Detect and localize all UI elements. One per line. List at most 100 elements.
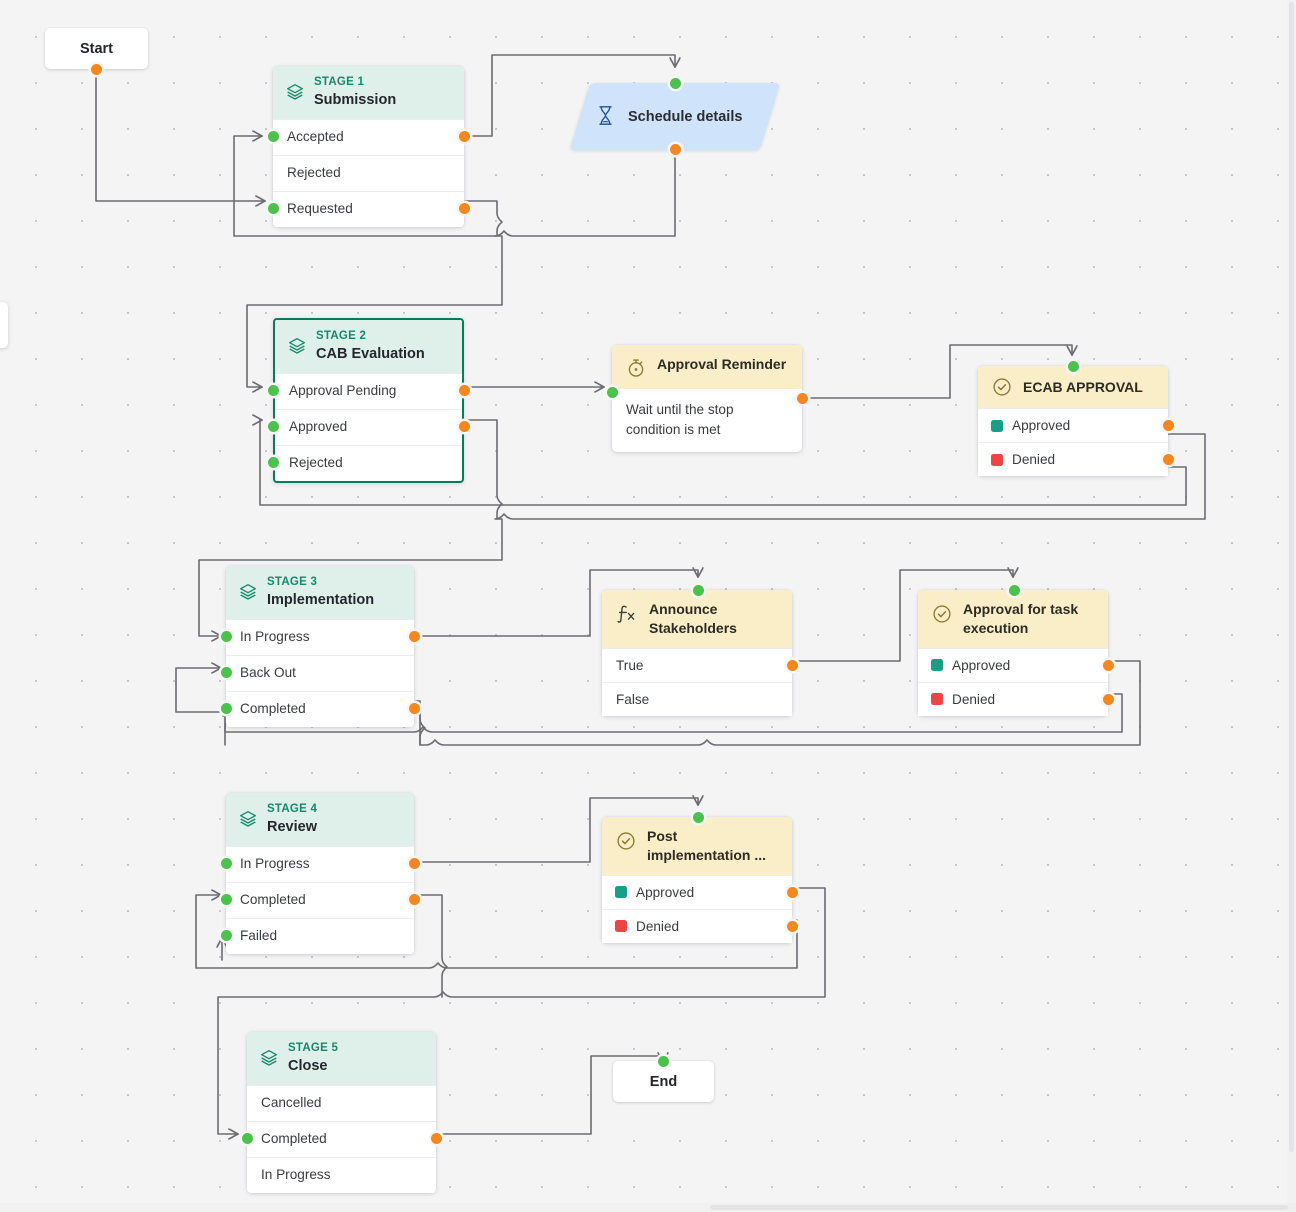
activity-node-approval-for-task-execution[interactable]: Approval for task execution Approved Den… (918, 584, 1114, 716)
stage-5-completed-output-handle[interactable] (430, 1133, 442, 1145)
stage-1-row-accepted[interactable]: Accepted (267, 119, 470, 156)
approval-for-task-execution-input-handle[interactable] (1009, 584, 1020, 596)
activity-node-announce-stakeholders[interactable]: Announce Stakeholders True False (602, 584, 798, 716)
stage-node-stage-2[interactable]: STAGE 2 CAB Evaluation Approval Pending … (267, 318, 470, 484)
approval-for-task-execution-row-denied-label: Denied (952, 691, 996, 707)
layers-icon (240, 584, 256, 600)
approval-reminder-input-handle[interactable] (606, 387, 618, 398)
start-label: Start (79, 40, 114, 57)
announce-stakeholders-input-handle[interactable] (693, 584, 704, 596)
stage-4-header: STAGE 4 Review (226, 793, 414, 847)
stage-2-approved-output-handle[interactable] (458, 421, 470, 433)
stage-1-row-rejected[interactable]: Rejected (273, 155, 464, 192)
stage-3-row-completed[interactable]: Completed (220, 691, 420, 728)
stage-2-row-rejected-label: Rejected (289, 455, 343, 471)
stage-node-stage-5[interactable]: STAGE 5 Close Cancelled Completed In Pro… (241, 1032, 442, 1194)
stage-5-title: Close (288, 1057, 328, 1074)
stage-2-title: CAB Evaluation (316, 345, 425, 362)
post-implementation-approved-output-handle[interactable] (786, 886, 798, 898)
activity-node-approval-reminder[interactable]: Approval Reminder Wait until the stop co… (606, 345, 808, 453)
activity-node-ecab-approval[interactable]: ECAB APPROVAL Approved Denied (978, 360, 1174, 476)
stage-2-approved-input-handle[interactable] (267, 421, 279, 433)
stage-2-kicker: STAGE 2 (316, 330, 367, 342)
stage-4-row-in-progress[interactable]: In Progress (220, 846, 420, 883)
stage-4-failed-input-handle[interactable] (220, 930, 232, 942)
stage-node-stage-1[interactable]: STAGE 1 Submission Accepted Rejected Req… (267, 66, 470, 228)
announce-stakeholders-row-true[interactable]: True (602, 647, 798, 682)
approval-reminder-output-handle[interactable] (796, 393, 808, 404)
vertical-scrollbar-thumb[interactable] (1289, 2, 1294, 1152)
stage-4-in-progress-output-handle[interactable] (408, 858, 420, 870)
approval-for-task-execution-row-approved[interactable]: Approved (918, 647, 1114, 682)
stage-5-row-in-progress-label: In Progress (261, 1167, 331, 1183)
ecab-approval-input-handle[interactable] (1068, 360, 1079, 372)
stage-3-row-back-out[interactable]: Back Out (220, 655, 414, 692)
announce-stakeholders-true-output-handle[interactable] (786, 659, 798, 671)
stage-2-approval-pending-input-handle[interactable] (267, 385, 279, 397)
stage-1-accepted-output-handle[interactable] (458, 131, 470, 143)
end-input-handle[interactable] (658, 1055, 669, 1067)
ecab-approval-row-approved-label: Approved (1012, 418, 1071, 433)
post-implementation-denied-output-handle[interactable] (786, 920, 798, 932)
horizontal-scrollbar[interactable] (0, 1203, 1296, 1212)
ecab-approval-approved-output-handle[interactable] (1162, 420, 1174, 431)
stage-4-completed-input-handle[interactable] (220, 894, 232, 906)
stage-4-in-progress-input-handle[interactable] (220, 858, 232, 870)
check-circle-icon (933, 605, 951, 623)
stage-1-requested-output-handle[interactable] (458, 203, 470, 215)
start-node[interactable]: Start (45, 28, 148, 75)
schedule-details-content: Schedule details (580, 83, 770, 150)
stage-3-back-out-input-handle[interactable] (220, 667, 232, 679)
announce-stakeholders-title: Announce Stakeholders (649, 601, 737, 636)
denied-swatch (991, 453, 1003, 466)
ecab-approval-denied-output-handle[interactable] (1162, 454, 1174, 465)
stage-4-completed-output-handle[interactable] (408, 894, 420, 906)
schedule-details-output-handle[interactable] (670, 144, 681, 155)
stage-3-in-progress-input-handle[interactable] (220, 631, 232, 643)
stage-2-rejected-input-handle[interactable] (267, 457, 279, 469)
approval-for-task-execution-denied-output-handle[interactable] (1102, 693, 1114, 705)
horizontal-scrollbar-thumb[interactable] (710, 1205, 1288, 1210)
post-implementation-row-denied[interactable]: Denied (602, 908, 798, 943)
stage-5-row-cancelled-label: Cancelled (261, 1095, 322, 1111)
stage-2-row-approval-pending-label: Approval Pending (289, 383, 397, 399)
stage-node-stage-3[interactable]: STAGE 3 Implementation In Progress Back … (220, 566, 420, 728)
stage-1-accepted-input-handle[interactable] (267, 131, 279, 143)
schedule-details-node[interactable]: Schedule details (569, 78, 781, 155)
stage-5-completed-input-handle[interactable] (241, 1133, 253, 1145)
stage-5-row-completed[interactable]: Completed (241, 1121, 442, 1158)
stage-3-row-in-progress[interactable]: In Progress (220, 619, 420, 656)
stage-2-row-rejected[interactable]: Rejected (267, 445, 462, 482)
announce-stakeholders-row-false[interactable]: False (602, 681, 792, 716)
stage-3-in-progress-output-handle[interactable] (408, 631, 420, 643)
ecab-approval-row-approved[interactable]: Approved (978, 408, 1174, 442)
stage-3-completed-input-handle[interactable] (220, 703, 232, 715)
end-node[interactable]: End (613, 1055, 714, 1102)
stage-4-row-failed[interactable]: Failed (220, 918, 414, 955)
approval-for-task-execution-row-denied[interactable]: Denied (918, 681, 1114, 716)
layers-icon (287, 84, 303, 100)
stage-5-row-in-progress[interactable]: In Progress (247, 1157, 436, 1194)
stage-5-row-cancelled[interactable]: Cancelled (247, 1085, 436, 1122)
stage-5-kicker: STAGE 5 (288, 1042, 339, 1054)
schedule-details-input-handle[interactable] (670, 78, 681, 89)
post-implementation-row-approved[interactable]: Approved (602, 874, 798, 909)
stage-3-completed-output-handle[interactable] (408, 703, 420, 715)
stage-4-row-completed[interactable]: Completed (220, 882, 420, 919)
stage-1-row-requested[interactable]: Requested (267, 191, 470, 228)
stage-1-requested-input-handle[interactable] (267, 203, 279, 215)
post-implementation-input-handle[interactable] (693, 811, 704, 823)
approval-for-task-execution-approved-output-handle[interactable] (1102, 659, 1114, 671)
activity-node-post-implementation[interactable]: Post implementation ... Approved Denied (602, 811, 798, 943)
vertical-scrollbar[interactable] (1287, 0, 1296, 1212)
approved-swatch (931, 659, 943, 672)
ecab-approval-row-denied[interactable]: Denied (978, 442, 1174, 476)
stage-2-row-approved[interactable]: Approved (267, 409, 470, 446)
stage-2-approval-pending-output-handle[interactable] (458, 385, 470, 397)
left-panel-collapse-tab[interactable] (0, 302, 8, 348)
stage-2-row-approval-pending[interactable]: Approval Pending (267, 373, 470, 410)
layers-icon (261, 1050, 277, 1066)
stage-node-stage-4[interactable]: STAGE 4 Review In Progress Completed Fai… (220, 793, 420, 955)
start-output-handle[interactable] (91, 63, 102, 75)
